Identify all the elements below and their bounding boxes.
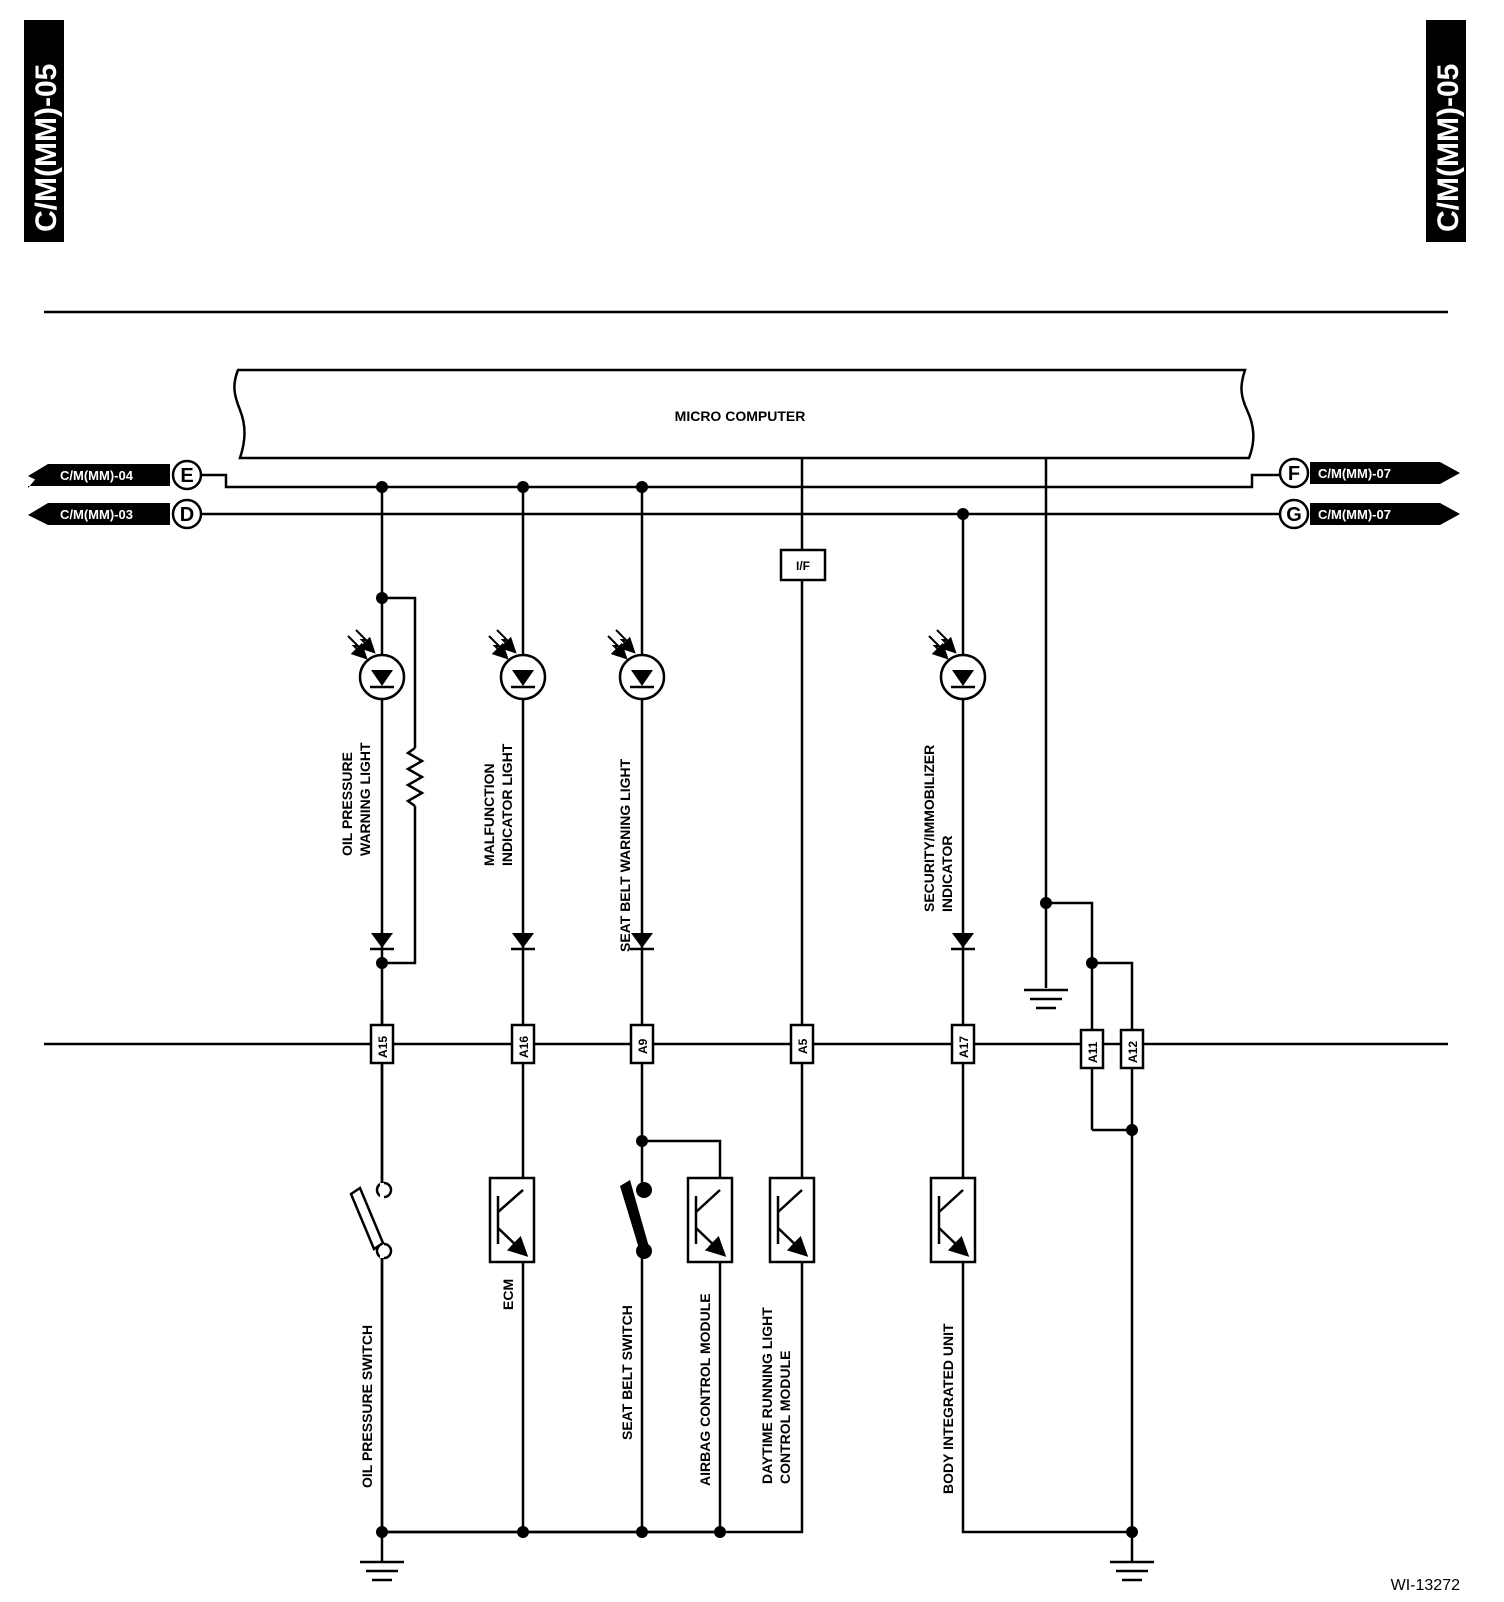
junction-dot: [517, 481, 529, 493]
side-code-right: C/M(MM)-05: [1432, 64, 1465, 232]
svg-text:A17: A17: [957, 1036, 971, 1058]
drl-module-label-1: DAYTIME RUNNING LIGHT: [759, 1307, 775, 1484]
bus-wires: [201, 473, 1280, 516]
svg-text:A12: A12: [1126, 1041, 1140, 1063]
junction-dot: [1126, 1124, 1138, 1136]
drl-module-label-2: CONTROL MODULE: [777, 1350, 793, 1484]
micro-computer-label: MICRO COMPUTER: [675, 408, 806, 424]
side-tab-right: C/M(MM)-05: [1426, 20, 1466, 242]
transistor-icon: [686, 1176, 734, 1264]
security-indicator-label-1: SECURITY/IMMOBILIZER: [921, 745, 937, 912]
svg-text:A5: A5: [796, 1038, 810, 1054]
connector-d-letter: D: [180, 504, 194, 526]
connector-e-letter: E: [180, 465, 193, 487]
connector-e-ref: C/M(MM)-04: [60, 468, 134, 483]
transistor-icon: [929, 1176, 977, 1264]
airbag-module-label: AIRBAG CONTROL MODULE: [697, 1293, 713, 1486]
svg-text:A9: A9: [636, 1038, 650, 1054]
junction-dot: [636, 1526, 648, 1538]
connector-f-ref: C/M(MM)-07: [1318, 466, 1391, 481]
pin-a11: A11: [1079, 1028, 1105, 1070]
junction-dot: [376, 481, 388, 493]
svg-text:A16: A16: [517, 1036, 531, 1058]
micro-computer-block: MICRO COMPUTER: [233, 368, 1255, 460]
transistor-icon: [768, 1176, 816, 1264]
side-code-left: C/M(MM)-05: [30, 64, 63, 232]
security-indicator-label-2: INDICATOR: [939, 836, 955, 912]
diode-icon: [512, 933, 534, 948]
svg-text:A15: A15: [376, 1036, 390, 1058]
connector-g-ref: C/M(MM)-07: [1318, 507, 1391, 522]
seat-belt-light-label: SEAT BELT WARNING LIGHT: [617, 758, 633, 952]
connector-e: C/M(MM)-04 E: [28, 459, 203, 491]
pin-a17: A17: [950, 1023, 976, 1065]
malfunction-light-label-1: MALFUNCTION: [481, 763, 497, 866]
transistor-icon: [488, 1176, 536, 1264]
pin-boxes: A15 A16 A9 A5 A17 A11 A12: [369, 1023, 1145, 1070]
diode-icon: [631, 933, 653, 948]
side-tab-left: C/M(MM)-05: [24, 20, 64, 242]
switch-icon: [349, 1186, 385, 1251]
oil-pressure-light-label-2: WARNING LIGHT: [357, 742, 373, 856]
pin-a15: A15: [369, 1023, 395, 1065]
pin-a9: A9: [629, 1023, 655, 1065]
connector-d: C/M(MM)-03 D: [28, 498, 203, 530]
ground-circuit: [1024, 458, 1138, 1538]
junction-dot: [957, 508, 969, 520]
connector-g: G C/M(MM)-07: [1278, 498, 1460, 530]
seat-belt-switch-label: SEAT BELT SWITCH: [619, 1305, 635, 1440]
ecm-label: ECM: [500, 1279, 516, 1310]
oil-pressure-light-label-1: OIL PRESSURE: [339, 752, 355, 856]
junction-dot: [517, 1526, 529, 1538]
diode-icon: [952, 933, 974, 948]
ground-icon: [1024, 988, 1068, 1010]
ground-icon: [360, 1560, 404, 1582]
connector-f: F C/M(MM)-07: [1278, 457, 1460, 489]
malfunction-circuit: MALFUNCTION INDICATOR LIGHT ECM: [481, 481, 547, 1532]
figure-id: WI-13272: [1391, 1577, 1460, 1594]
connector-g-letter: G: [1286, 504, 1302, 526]
drl-circuit: I/F DAYTIME RUNNING LIGHT CONTROL MODULE: [382, 458, 827, 1534]
pin-a5: A5: [789, 1023, 815, 1065]
body-integrated-unit-label: BODY INTEGRATED UNIT: [940, 1323, 956, 1494]
connector-f-letter: F: [1288, 463, 1300, 485]
diode-icon: [371, 933, 393, 948]
oil-pressure-circuit: OIL PRESSURE WARNING LIGHT OIL PRESSURE …: [339, 481, 425, 1532]
interface-label: I/F: [796, 559, 810, 573]
connector-d-ref: C/M(MM)-03: [60, 507, 133, 522]
pin-a12: A12: [1119, 1028, 1145, 1070]
oil-pressure-switch-label: OIL PRESSURE SWITCH: [359, 1325, 375, 1488]
svg-text:A11: A11: [1086, 1041, 1100, 1063]
pin-a16: A16: [510, 1023, 536, 1065]
switch-icon: [620, 1180, 649, 1252]
junction-dot: [376, 957, 388, 969]
bottom-ground: [360, 1526, 1154, 1582]
malfunction-light-label-2: INDICATOR LIGHT: [499, 743, 515, 866]
security-circuit: SECURITY/IMMOBILIZER INDICATOR BODY INTE…: [921, 508, 1132, 1534]
seat-belt-circuit: SEAT BELT WARNING LIGHT SEAT BELT SWITCH…: [607, 481, 734, 1538]
junction-dot: [636, 481, 648, 493]
ground-icon: [1110, 1560, 1154, 1582]
